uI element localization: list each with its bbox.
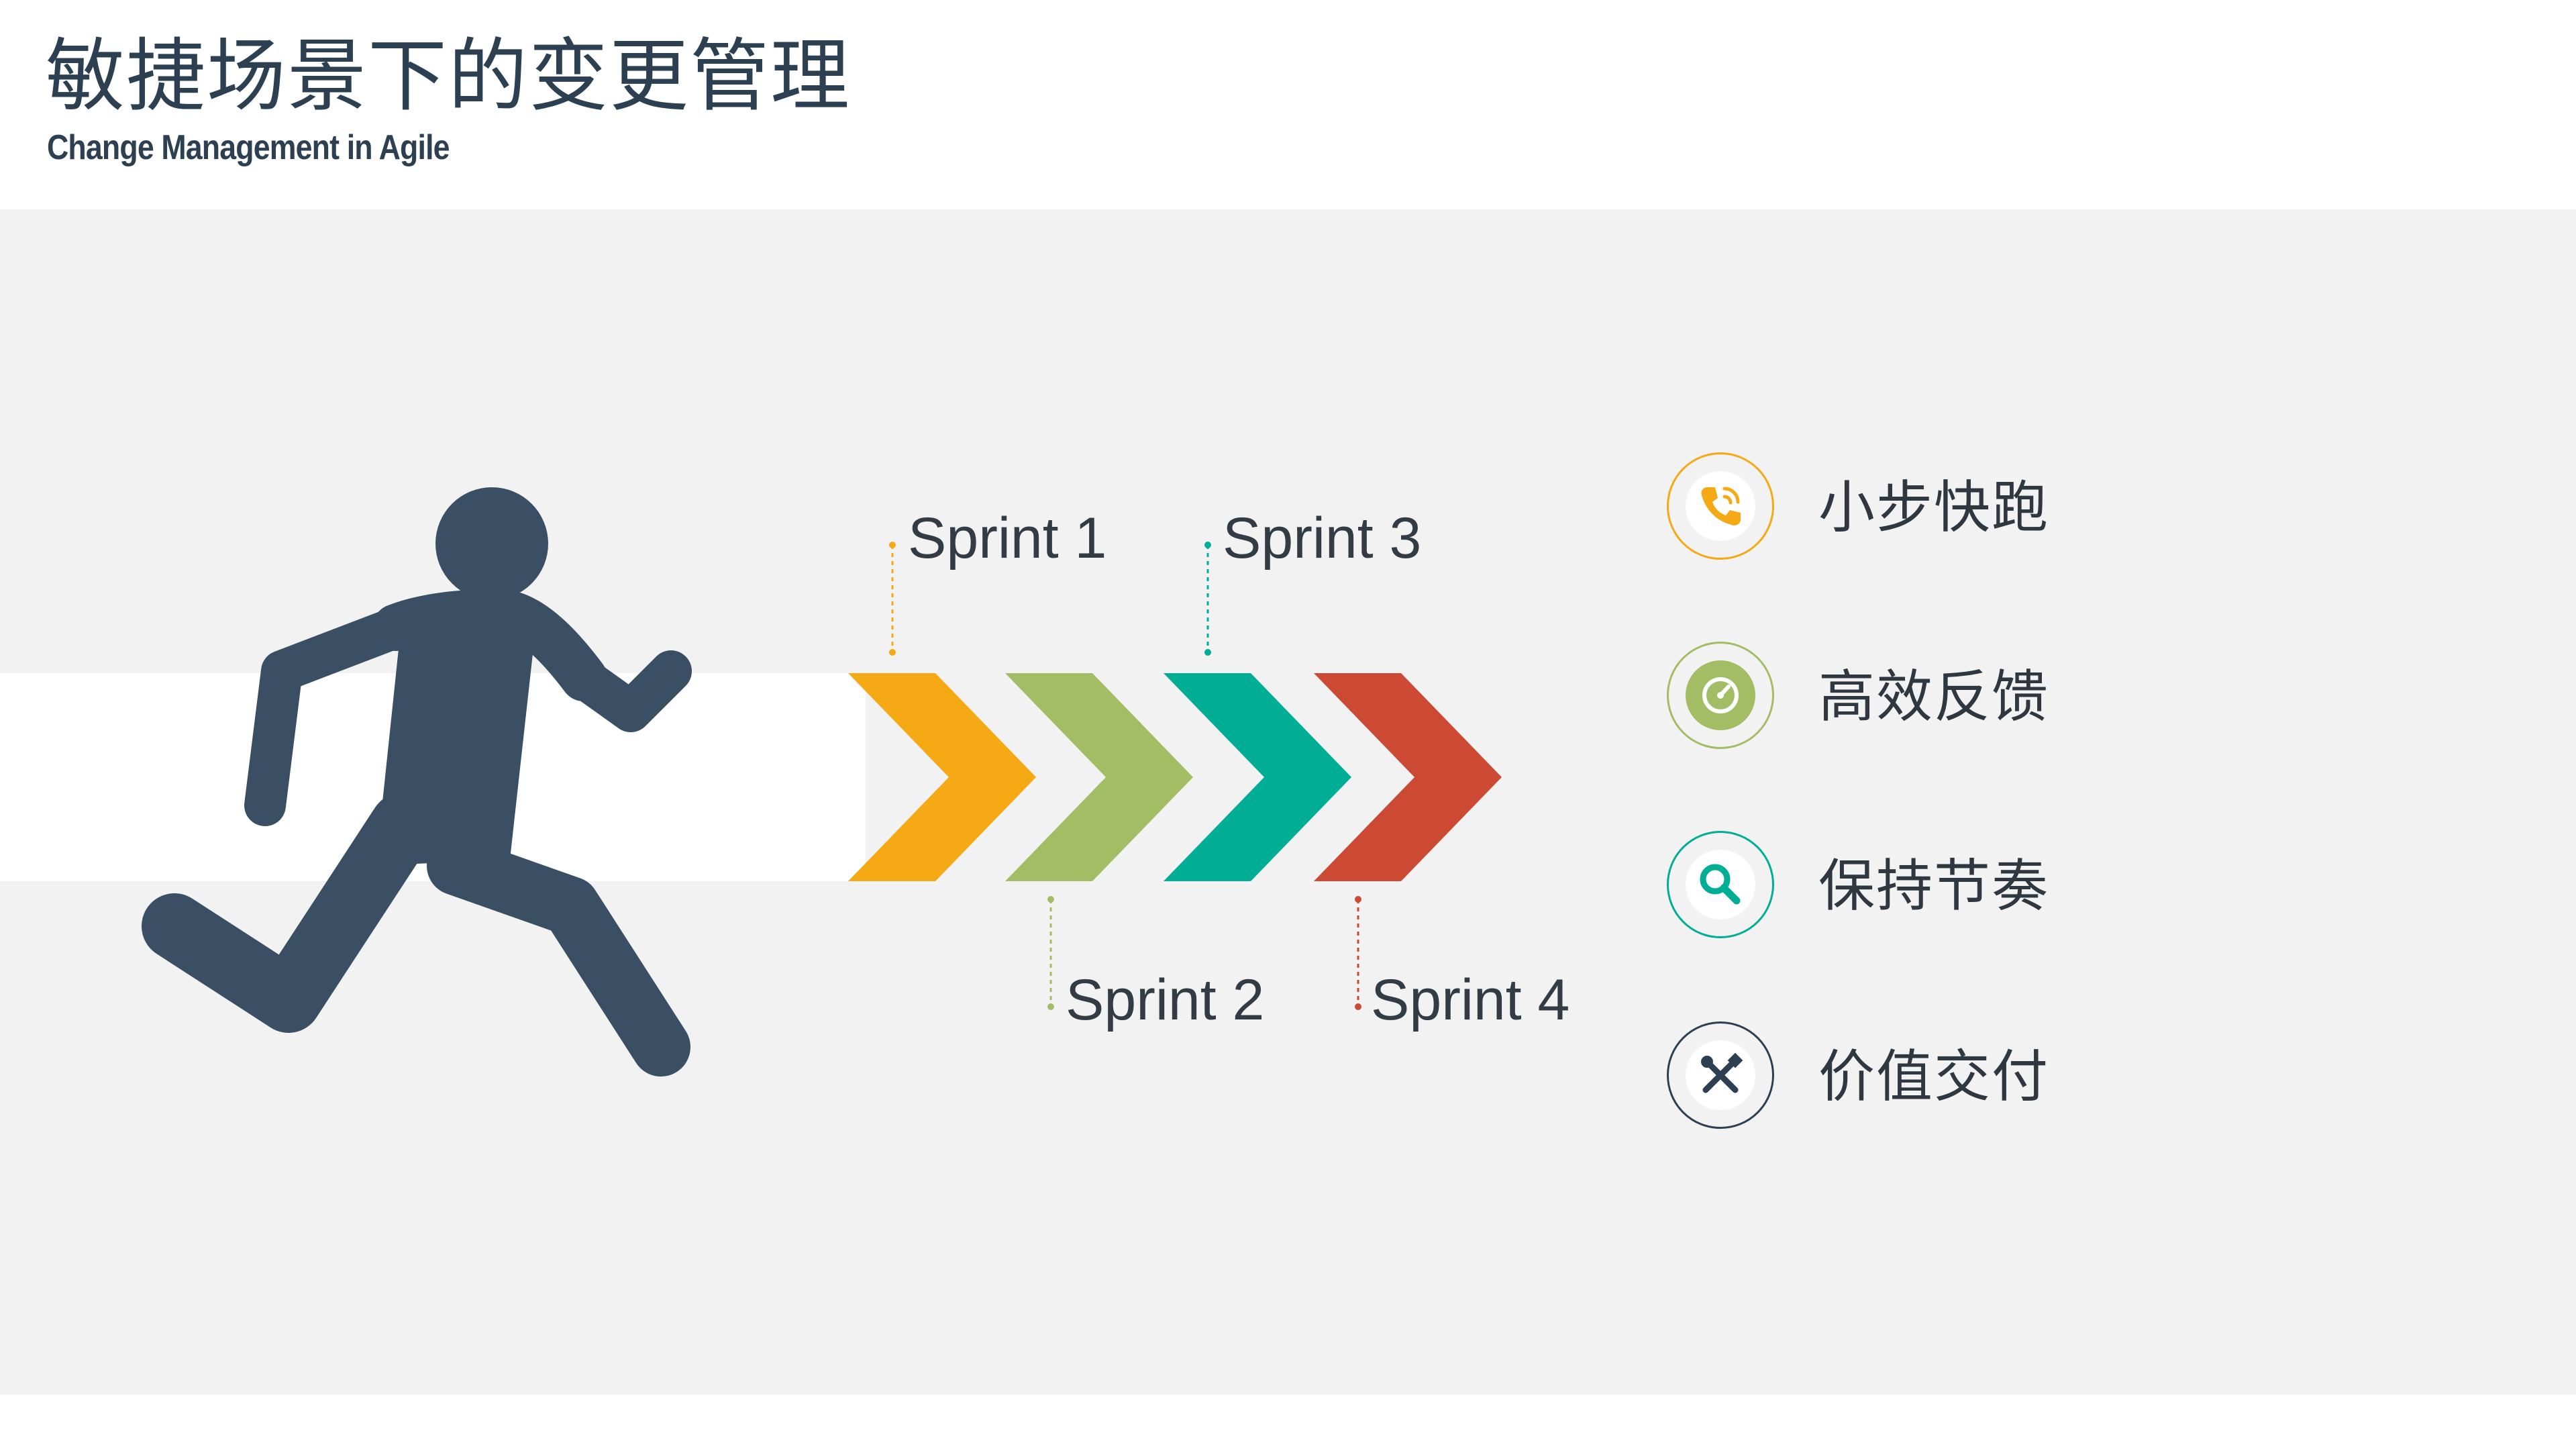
chevron-sprint-1	[848, 673, 1036, 881]
feature-ring	[1667, 1021, 1774, 1129]
feature-label: 小步快跑	[1818, 474, 2050, 540]
tools-icon	[1686, 1040, 1755, 1110]
sprint-chevrons	[848, 673, 1502, 881]
search-icon	[1686, 850, 1755, 919]
sprint-2-label: Sprint 2	[1066, 968, 1265, 1032]
gauge-icon	[1686, 660, 1755, 730]
running-man-icon	[142, 487, 692, 1077]
bottom-strip	[0, 1395, 2576, 1449]
feature-label: 高效反馈	[1818, 664, 2050, 730]
feature-ring	[1667, 831, 1774, 938]
feature-ring	[1667, 642, 1774, 749]
feature-item-4: 价值交付	[1667, 1021, 2271, 1133]
feature-label: 价值交付	[1818, 1044, 2050, 1109]
chevron-sprint-4	[1314, 673, 1502, 881]
feature-item-1: 小步快跑	[1667, 452, 2271, 564]
sprint-4-label: Sprint 4	[1371, 968, 1570, 1032]
feature-item-3: 保持节奏	[1667, 831, 2271, 942]
page-subtitle: Change Management in Agile	[47, 128, 450, 167]
chevron-sprint-2	[1005, 673, 1193, 881]
sprint-3-label: Sprint 3	[1223, 506, 1422, 570]
sprint-1-label: Sprint 1	[908, 506, 1107, 570]
chevron-sprint-3	[1164, 673, 1351, 881]
feature-item-2: 高效反馈	[1667, 642, 2271, 753]
feature-ring	[1667, 452, 1774, 560]
feature-label: 保持节奏	[1818, 853, 2050, 919]
phone-icon	[1686, 471, 1755, 541]
sprint-leaders	[889, 542, 1361, 1010]
page-title: 敏捷场景下的变更管理	[46, 30, 852, 122]
